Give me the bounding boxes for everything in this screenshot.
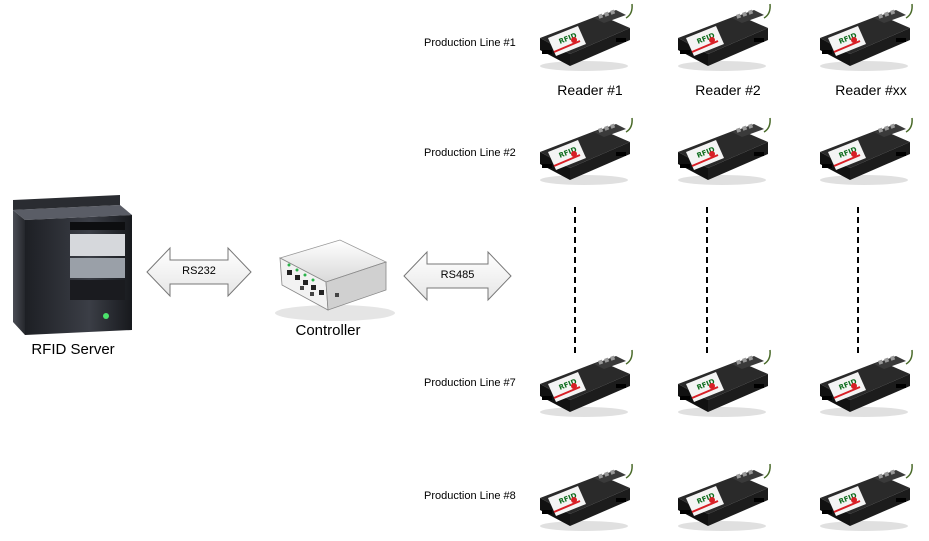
rs232-link-arrow: [146, 246, 252, 298]
reader-device-icon: [819, 349, 914, 418]
controller-label: Controller: [295, 322, 361, 339]
dashed-continuation-line: [706, 207, 708, 353]
reader-device-icon: [677, 463, 772, 532]
production-line-label: Production Line #2: [424, 147, 516, 159]
rfid-server-icon: [13, 195, 132, 335]
production-line-label: Production Line #7: [424, 377, 516, 389]
reader-device-icon: [539, 3, 634, 72]
rs485-link-arrow: [403, 250, 512, 302]
reader-device-icon: [819, 463, 914, 532]
production-line-label: Production Line #8: [424, 490, 516, 502]
reader-device-icon: [539, 463, 634, 532]
reader-device-icon: [819, 3, 914, 72]
reader-device-icon: [819, 117, 914, 186]
reader-device-icon: [539, 349, 634, 418]
reader-device-icon: [677, 349, 772, 418]
rs232-label: RS232: [182, 265, 216, 277]
reader-column-label: Reader #1: [557, 82, 623, 98]
server-label: RFID Server: [31, 341, 115, 358]
production-line-label: Production Line #1: [424, 37, 516, 49]
controller-device-icon: [275, 239, 395, 321]
reader-device-icon: [677, 3, 772, 72]
reader-device-icon: [677, 117, 772, 186]
dashed-continuation-line: [857, 207, 859, 353]
reader-column-label: Reader #xx: [835, 82, 907, 98]
dashed-continuation-line: [574, 207, 576, 353]
reader-column-label: Reader #2: [695, 82, 761, 98]
rs485-label: RS485: [440, 269, 475, 281]
reader-device-icon: [539, 117, 634, 186]
